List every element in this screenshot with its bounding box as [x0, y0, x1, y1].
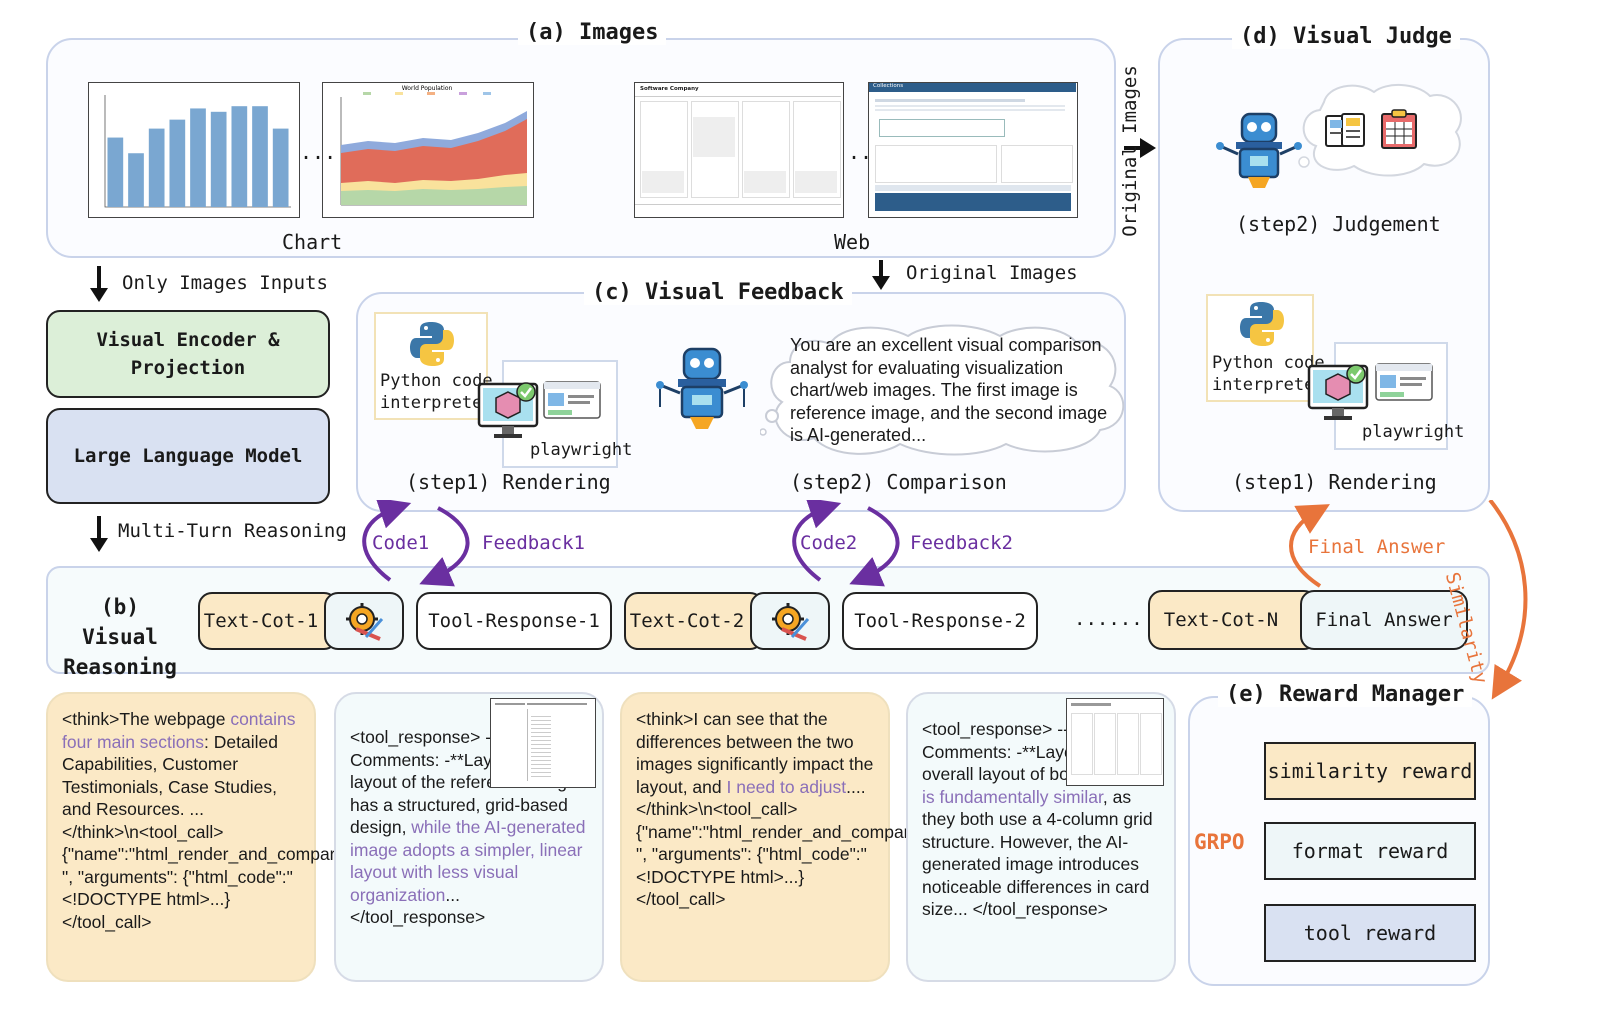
- tool-gear-icon-1: [324, 592, 404, 650]
- comparison-prompt: You are an excellent visual comparison a…: [790, 335, 1108, 445]
- web2-title: Collections: [873, 83, 904, 89]
- reward-manager-title: (e) Reward Manager: [1218, 682, 1473, 707]
- gear-wrench-icon: [772, 603, 810, 641]
- monitor-icon: [477, 382, 539, 438]
- judge-browser-icon: [1375, 363, 1433, 401]
- code1-arrow: [362, 500, 412, 582]
- web-label: Web: [834, 230, 871, 254]
- tool-response-2: Tool-Response-2: [842, 592, 1038, 650]
- code2-arrow: [792, 500, 842, 582]
- original-images-top-label: Original Images: [906, 262, 1078, 284]
- cot1-text-a: <think>The webpage: [62, 709, 231, 729]
- judge-robot-icon: [1216, 112, 1302, 188]
- text-cot-n: Text-Cot-N: [1148, 590, 1318, 650]
- bar: [169, 119, 186, 207]
- tool-gear-icon-2: [750, 592, 830, 650]
- judge-monitor-icon: [1307, 364, 1369, 420]
- feedback2-arrow: [849, 506, 900, 587]
- feedback-step2: (step2) Comparison: [790, 470, 1007, 494]
- bar: [231, 106, 248, 207]
- final-answer-label: Final Answer: [1308, 536, 1446, 558]
- feedback1-label: Feedback1: [482, 532, 585, 554]
- final-answer-arrow: [1289, 504, 1330, 588]
- web-thumbnail-2: Collections: [868, 82, 1078, 218]
- response1-screenshot: [490, 698, 596, 788]
- bar-chart-svg: [104, 95, 291, 208]
- chart-label: Chart: [282, 230, 343, 254]
- visual-reasoning-title: (b) Visual Reasoning: [63, 595, 177, 679]
- images-title: (a) Images: [518, 20, 667, 45]
- tool-reward-box: tool reward: [1264, 904, 1476, 962]
- bar: [272, 128, 289, 207]
- judge-playwright-label: playwright: [1362, 422, 1465, 442]
- web1-title: Software Company: [640, 86, 699, 92]
- cot2-text-c: .... </think>\n<tool_call> {"name":"html…: [636, 776, 958, 910]
- judge-python-label: Python code interpreter: [1212, 353, 1325, 395]
- response2-screenshot: [1066, 698, 1164, 786]
- cot1-text-c: : Detailed Capabilities, Customer Testim…: [62, 731, 384, 932]
- playwright-label: playwright: [530, 440, 633, 460]
- python-icon: [410, 322, 454, 366]
- visual-encoder-box: Visual Encoder & Projection: [46, 310, 330, 398]
- images-ellipsis-1: ...: [300, 140, 337, 164]
- arrow-down-original: [872, 260, 890, 290]
- python-label: Python code interpreter: [380, 371, 493, 413]
- area-chart-thumbnail: World Population: [322, 82, 534, 218]
- judge-python-icon: [1240, 302, 1284, 346]
- text-cot-1: Text-Cot-1: [198, 592, 338, 650]
- scorecard-icon: [1381, 109, 1417, 149]
- arrow-down-2: [90, 516, 108, 552]
- bar: [210, 111, 227, 207]
- code2-label: Code2: [800, 532, 858, 554]
- robot-icon: [656, 347, 748, 429]
- cot2-text-a: <think>I can see that the differences be…: [636, 709, 874, 797]
- original-images-side-label: Original Images: [1119, 65, 1141, 237]
- cot2-text-highlight: I need to adjust: [726, 776, 847, 797]
- resp1-text-c: ... </tool_response>: [350, 884, 486, 928]
- bar: [128, 153, 144, 207]
- only-images-label: Only Images Inputs: [122, 272, 328, 294]
- flow-arrows: [362, 500, 1528, 700]
- cot1-text-highlight: contains four main sections: [62, 709, 296, 752]
- cot2-card: <think>I can see that the differences be…: [620, 692, 957, 982]
- feedback1-arrow: [419, 506, 470, 587]
- grpo-label: GRPO: [1194, 830, 1245, 854]
- resp2-text-c: , as they both use a 4-column grid struc…: [922, 786, 1153, 920]
- llm-box: Large Language Model: [46, 408, 330, 504]
- area-chart-svg: World Population: [340, 85, 527, 206]
- thought-cloud: [760, 324, 1125, 456]
- bar-chart-thumbnail: [88, 82, 300, 218]
- web-thumbnail-1: Software Company: [634, 82, 844, 218]
- cot1-card: <think>The webpage contains four main se…: [46, 692, 383, 982]
- browser-icon: [543, 381, 601, 419]
- text-cot-2: Text-Cot-2: [624, 592, 764, 650]
- feedback-step1: (step1) Rendering: [406, 470, 611, 494]
- format-reward-box: format reward: [1264, 822, 1476, 880]
- reasoning-dots: ......: [1074, 608, 1143, 630]
- tool-response-1: Tool-Response-1: [416, 592, 612, 650]
- visual-judge-title: (d) Visual Judge: [1232, 24, 1460, 49]
- multi-turn-label: Multi-Turn Reasoning: [118, 520, 347, 542]
- resp1-text-highlight: while the AI-generated image adopts a si…: [350, 817, 586, 905]
- code1-label: Code1: [372, 532, 430, 554]
- bar: [190, 108, 206, 207]
- feedback2-label: Feedback2: [910, 532, 1013, 554]
- visual-feedback-title: (c) Visual Feedback: [584, 280, 852, 305]
- judge-step1: (step1) Rendering: [1232, 470, 1437, 494]
- resp2-text-highlight: is fundamentally similar: [922, 786, 1103, 807]
- bar: [148, 128, 165, 207]
- arrow-right-original: [1124, 138, 1156, 158]
- bar: [107, 137, 124, 207]
- similarity-arrow: [1488, 500, 1528, 700]
- gear-wrench-icon: [346, 603, 384, 641]
- document-compare-icon: [1325, 113, 1365, 147]
- final-answer-box: Final Answer: [1300, 590, 1468, 650]
- area-chart-title: World Population: [402, 85, 453, 92]
- bar: [252, 106, 268, 207]
- judge-step2: (step2) Judgement: [1236, 212, 1441, 236]
- arrow-down-1: [90, 266, 108, 302]
- similarity-reward-box: similarity reward: [1264, 742, 1476, 800]
- bar-chart-axes: [104, 95, 291, 208]
